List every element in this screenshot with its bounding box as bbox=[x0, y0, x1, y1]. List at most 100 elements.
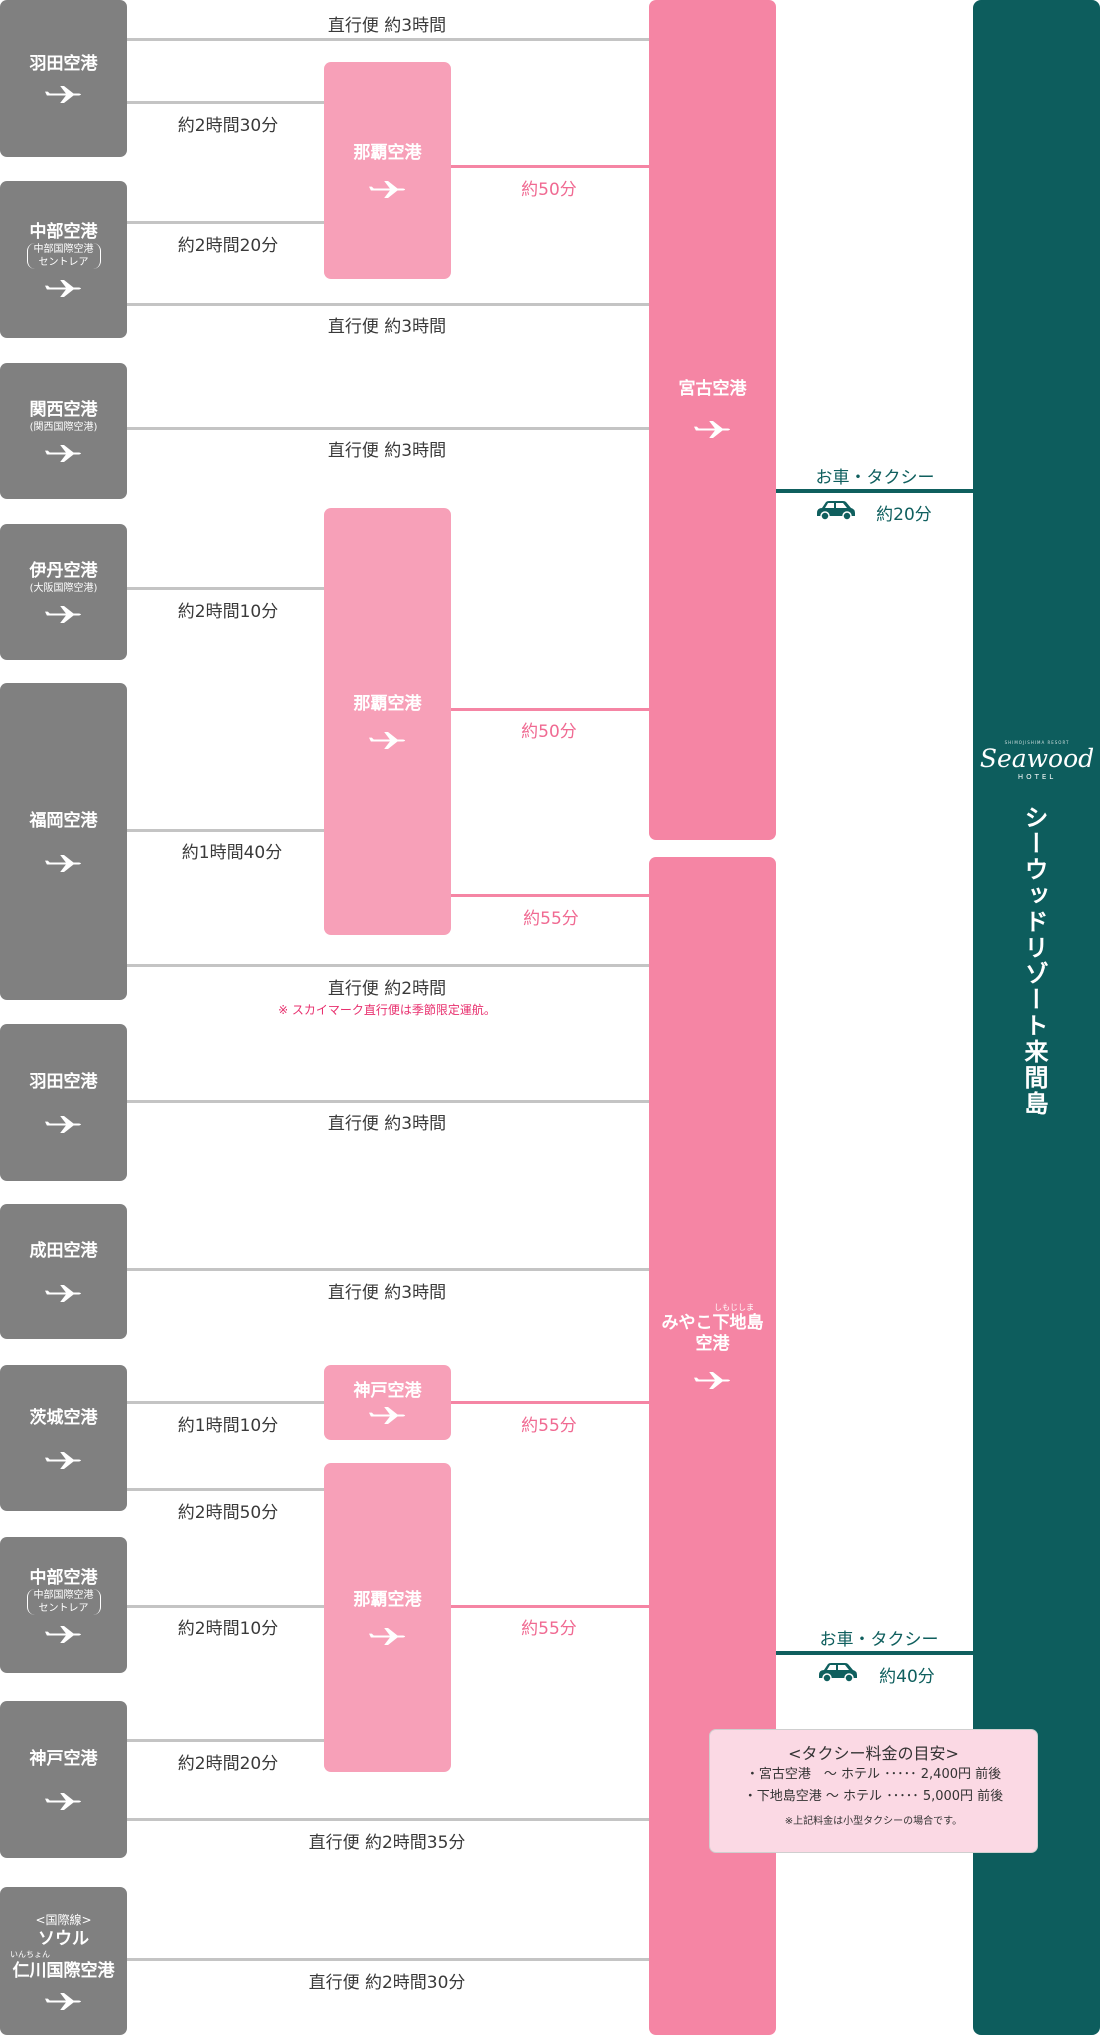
route-label: 直行便 約2時間35分 bbox=[308, 1833, 466, 1853]
transfer-line bbox=[776, 1651, 973, 1655]
origin-ibaraki: 茨城空港 bbox=[0, 1365, 127, 1511]
route-line bbox=[127, 101, 324, 104]
route-line bbox=[127, 427, 649, 430]
plane-icon bbox=[45, 85, 83, 104]
seasonal-note: ※ スカイマーク直行便は季節限定運航。 bbox=[278, 1003, 496, 1017]
origin-sub: (大阪国際空港) bbox=[29, 583, 98, 594]
origin-name: 神戸空港 bbox=[29, 1749, 98, 1769]
plane-icon bbox=[45, 1992, 83, 2011]
hub-route-line bbox=[451, 165, 649, 168]
origin-sub-line: 中部国際空港 bbox=[33, 1589, 94, 1601]
route-line bbox=[127, 964, 649, 967]
route-line bbox=[127, 303, 649, 306]
origin-name: 成田空港 bbox=[29, 1241, 98, 1261]
route-line bbox=[127, 38, 649, 41]
origin-name-2: 仁川国際空港 bbox=[12, 1960, 115, 1981]
hub-naha-3: 那覇空港 bbox=[324, 1463, 451, 1772]
origin-name: 羽田空港 bbox=[29, 1072, 98, 1092]
hub-route-line bbox=[451, 1605, 649, 1608]
car-icon bbox=[813, 499, 857, 521]
transfer-label: お車・タクシー bbox=[815, 468, 935, 488]
route-label: 約2時間10分 bbox=[177, 1619, 279, 1639]
origin-name: 福岡空港 bbox=[29, 811, 98, 831]
dest-ruby: しもじしま bbox=[714, 1303, 754, 1312]
transfer-line bbox=[776, 489, 973, 493]
hub-route-line bbox=[451, 1401, 649, 1404]
hub-route-label: 約55分 bbox=[521, 1619, 577, 1639]
plane-icon bbox=[45, 1115, 83, 1134]
plane-icon bbox=[45, 1625, 83, 1644]
hotel-bar bbox=[973, 0, 1100, 2035]
hub-naha-2: 那覇空港 bbox=[324, 508, 451, 935]
fare-row: ・下地島空港 ～ ホテル ･････ 5,000円 前後 bbox=[743, 1789, 1004, 1804]
origin-name: 中部空港 bbox=[29, 222, 98, 242]
origin-narita: 成田空港 bbox=[0, 1204, 127, 1339]
plane-icon bbox=[45, 605, 83, 624]
plane-icon bbox=[45, 1451, 83, 1470]
origin-chubu-2: 中部空港 中部国際空港 セントレア bbox=[0, 1537, 127, 1673]
route-label: 直行便 約3時間 bbox=[327, 1114, 447, 1134]
origin-kansai: 関西空港 (関西国際空港) bbox=[0, 363, 127, 499]
origin-name: 茨城空港 bbox=[29, 1407, 98, 1428]
dest-name: 宮古空港 bbox=[678, 379, 747, 399]
route-line bbox=[127, 1100, 649, 1103]
hub-route-label: 約55分 bbox=[521, 1416, 577, 1436]
origin-name: 関西空港 bbox=[29, 400, 98, 420]
transfer-label: お車・タクシー bbox=[819, 1630, 939, 1650]
hub-route-line bbox=[451, 894, 649, 897]
plane-icon bbox=[694, 1371, 732, 1390]
route-label: 直行便 約3時間 bbox=[327, 1283, 447, 1303]
route-label: 直行便 約2時間30分 bbox=[308, 1973, 466, 1993]
route-label: 約2時間10分 bbox=[177, 602, 279, 622]
fare-row: ・宮古空港 ～ ホテル ･････ 2,400円 前後 bbox=[745, 1767, 1002, 1782]
logo-hotel: HOTEL bbox=[1017, 773, 1057, 781]
plane-icon bbox=[45, 279, 83, 298]
route-line bbox=[127, 829, 324, 832]
fare-note: ※上記料金は小型タクシーの場合です。 bbox=[784, 1816, 963, 1827]
plane-icon bbox=[369, 731, 407, 750]
plane-icon bbox=[369, 1627, 407, 1646]
route-line bbox=[127, 1401, 324, 1404]
route-label: 約1時間40分 bbox=[181, 843, 283, 863]
origin-haneda: 羽田空港 bbox=[0, 0, 127, 157]
origin-sub: (関西国際空港) bbox=[29, 422, 98, 433]
plane-icon bbox=[45, 444, 83, 463]
origin-sub-line: 中部国際空港 bbox=[33, 244, 94, 255]
hub-name: 神戸空港 bbox=[353, 1381, 422, 1401]
route-line bbox=[127, 221, 324, 224]
origin-sub-line: セントレア bbox=[38, 257, 89, 268]
origin-name: 伊丹空港 bbox=[29, 561, 98, 581]
route-label: 約1時間10分 bbox=[177, 1416, 279, 1436]
plane-icon bbox=[45, 1284, 83, 1303]
route-label: 直行便 約3時間 bbox=[327, 317, 447, 337]
plane-icon bbox=[369, 180, 407, 199]
route-line bbox=[127, 587, 324, 590]
hub-name: 那覇空港 bbox=[353, 1590, 422, 1610]
origin-seoul-incheon: <国際線> ソウル いんちょん 仁川国際空港 bbox=[0, 1887, 127, 2035]
hotel-logo: SHIMOJISHIMA RESORT Seawood HOTEL bbox=[978, 740, 1096, 781]
origin-chubu: 中部空港 中部国際空港 セントレア bbox=[0, 181, 127, 338]
logo-script: Seawood bbox=[979, 744, 1095, 773]
route-label: 約2時間20分 bbox=[177, 1754, 279, 1774]
origin-name: ソウル bbox=[38, 1928, 89, 1949]
car-icon bbox=[815, 1661, 859, 1683]
route-label: 直行便 約2時間 bbox=[327, 979, 447, 999]
hub-route-label: 約50分 bbox=[521, 722, 577, 742]
route-line bbox=[127, 1818, 649, 1821]
route-line bbox=[127, 1488, 324, 1491]
route-label: 約2時間30分 bbox=[177, 116, 279, 136]
route-line bbox=[127, 1739, 324, 1742]
origin-ruby: いんちょん bbox=[10, 1949, 50, 1959]
plane-icon bbox=[369, 1406, 407, 1425]
origin-sub-line: セントレア bbox=[38, 1602, 89, 1614]
hub-naha-1: 那覇空港 bbox=[324, 62, 451, 279]
dest-shimojishima: しもじしま みやこ下地島 空港 bbox=[649, 857, 776, 2035]
plane-icon bbox=[45, 854, 83, 873]
hub-kobe: 神戸空港 bbox=[324, 1365, 451, 1440]
hub-name: 那覇空港 bbox=[353, 694, 422, 714]
route-label: 直行便 約3時間 bbox=[327, 16, 447, 36]
route-line bbox=[127, 1958, 649, 1961]
hub-route-label: 約55分 bbox=[523, 909, 579, 929]
plane-icon bbox=[45, 1792, 83, 1811]
route-label: 約2時間20分 bbox=[177, 236, 279, 256]
